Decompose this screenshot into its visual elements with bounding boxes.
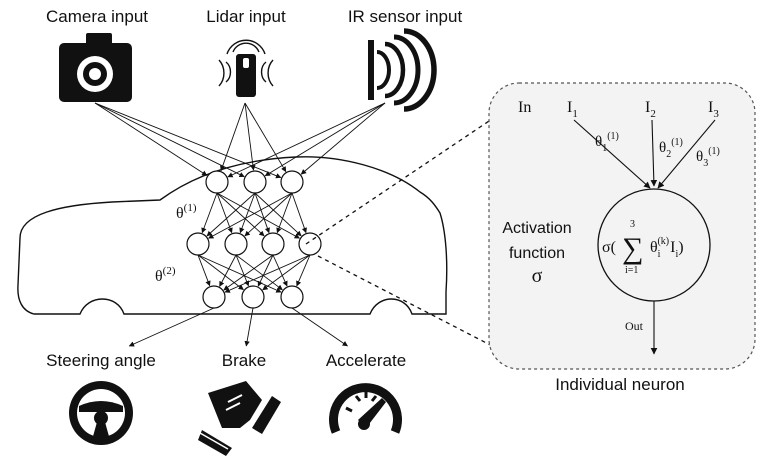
brake-pedal-icon (198, 381, 281, 456)
activation-formula: σ( ∑ 3 i=1 θi(k)Ii) (602, 219, 684, 276)
svg-text:σ(: σ( (602, 239, 616, 256)
svg-text:∑: ∑ (622, 232, 643, 265)
steering-angle-label: Steering angle (46, 351, 156, 370)
hidden-edge (257, 254, 274, 287)
hidden-edge (216, 192, 265, 237)
network-node-l2-1 (186, 232, 210, 256)
neuron-input-i1: I1 (567, 99, 578, 120)
network-node-l1-1 (205, 170, 229, 194)
theta2-label: θ(2) (155, 265, 176, 285)
hidden-edge (244, 192, 293, 237)
camera-input-label: Camera input (46, 7, 148, 26)
input-edge (94, 102, 208, 176)
svg-text:i=1: i=1 (625, 265, 638, 276)
network-node-l2-2 (224, 232, 248, 256)
lidar-icon (218, 39, 274, 97)
network-node-l3-2 (241, 285, 265, 309)
hidden-edge (254, 192, 270, 234)
neuron-arrow-i2 (650, 119, 658, 187)
output-edge (291, 307, 348, 347)
hidden-edge (216, 192, 300, 239)
input-edge (227, 102, 386, 178)
hidden-edge (262, 254, 311, 291)
hidden-edge (254, 192, 302, 237)
input-edge (244, 102, 256, 171)
neuron-input-i3: I3 (708, 99, 719, 120)
input-edge (94, 102, 282, 179)
lidar-input-label: Lidar input (206, 7, 286, 26)
sigma-symbol: σ (532, 265, 543, 287)
neuron-arrow-i3 (657, 119, 716, 189)
output-edge (128, 307, 215, 347)
hidden-edge (216, 192, 233, 234)
network-node-l1-3 (280, 170, 304, 194)
network-node-l3-1 (202, 285, 226, 309)
ir-sensor-input-label: IR sensor input (348, 7, 463, 26)
hidden-edge (235, 254, 250, 287)
hidden-edge (197, 254, 211, 287)
neuron-zoom-line-bottom (317, 255, 499, 350)
hidden-edge (239, 192, 256, 234)
output-edge (244, 307, 254, 347)
accelerate-label: Accelerate (326, 351, 406, 370)
steering-wheel-icon (69, 381, 133, 445)
hidden-edge (296, 254, 311, 287)
neuron-in-label: In (518, 99, 531, 116)
hidden-edge (208, 192, 293, 239)
activation-label-line1: Activation (502, 220, 571, 237)
hidden-edge (272, 254, 288, 287)
neuron-weight-3: θ3(1) (696, 146, 720, 169)
activation-label-line2: function (509, 245, 565, 262)
brake-label: Brake (222, 351, 266, 370)
hidden-edge (201, 192, 218, 234)
network-nodes (186, 170, 322, 309)
neuron-arrow-i1 (573, 119, 651, 189)
hidden-edge (223, 254, 274, 291)
hidden-edge (224, 254, 311, 293)
input-edge (244, 102, 287, 173)
hidden-edge (206, 192, 256, 237)
neuron-zoom-line-top (305, 114, 499, 245)
theta1-label: θ(1) (176, 202, 197, 222)
hidden-edge (276, 192, 293, 234)
hidden-edge (197, 254, 244, 291)
svg-text:θi(k)Ii): θi(k)Ii) (650, 236, 684, 260)
network-node-l3-3 (280, 285, 304, 309)
ir-sensor-icon (368, 28, 437, 112)
neuron-weight-1: θ1(1) (595, 131, 619, 154)
input-edge (264, 102, 386, 177)
network-node-l2-3 (261, 232, 285, 256)
input-edge (220, 102, 246, 172)
input-edge (300, 102, 386, 175)
input-edge (94, 102, 245, 178)
car-outline (17, 156, 448, 315)
network-node-l2-4 (298, 232, 322, 256)
neuron-out-label: Out (625, 319, 644, 333)
neuron-input-i2: I2 (645, 99, 656, 120)
speedometer-icon (329, 383, 402, 434)
network-edges (94, 102, 386, 347)
svg-text:3: 3 (630, 219, 635, 230)
individual-neuron-caption: Individual neuron (555, 375, 684, 394)
hidden-edge (219, 254, 237, 287)
network-node-l1-2 (243, 170, 267, 194)
hidden-edge (291, 192, 307, 234)
hidden-edge (235, 254, 283, 291)
camera-icon (59, 33, 132, 102)
neuron-weight-2: θ2(1) (659, 137, 683, 160)
